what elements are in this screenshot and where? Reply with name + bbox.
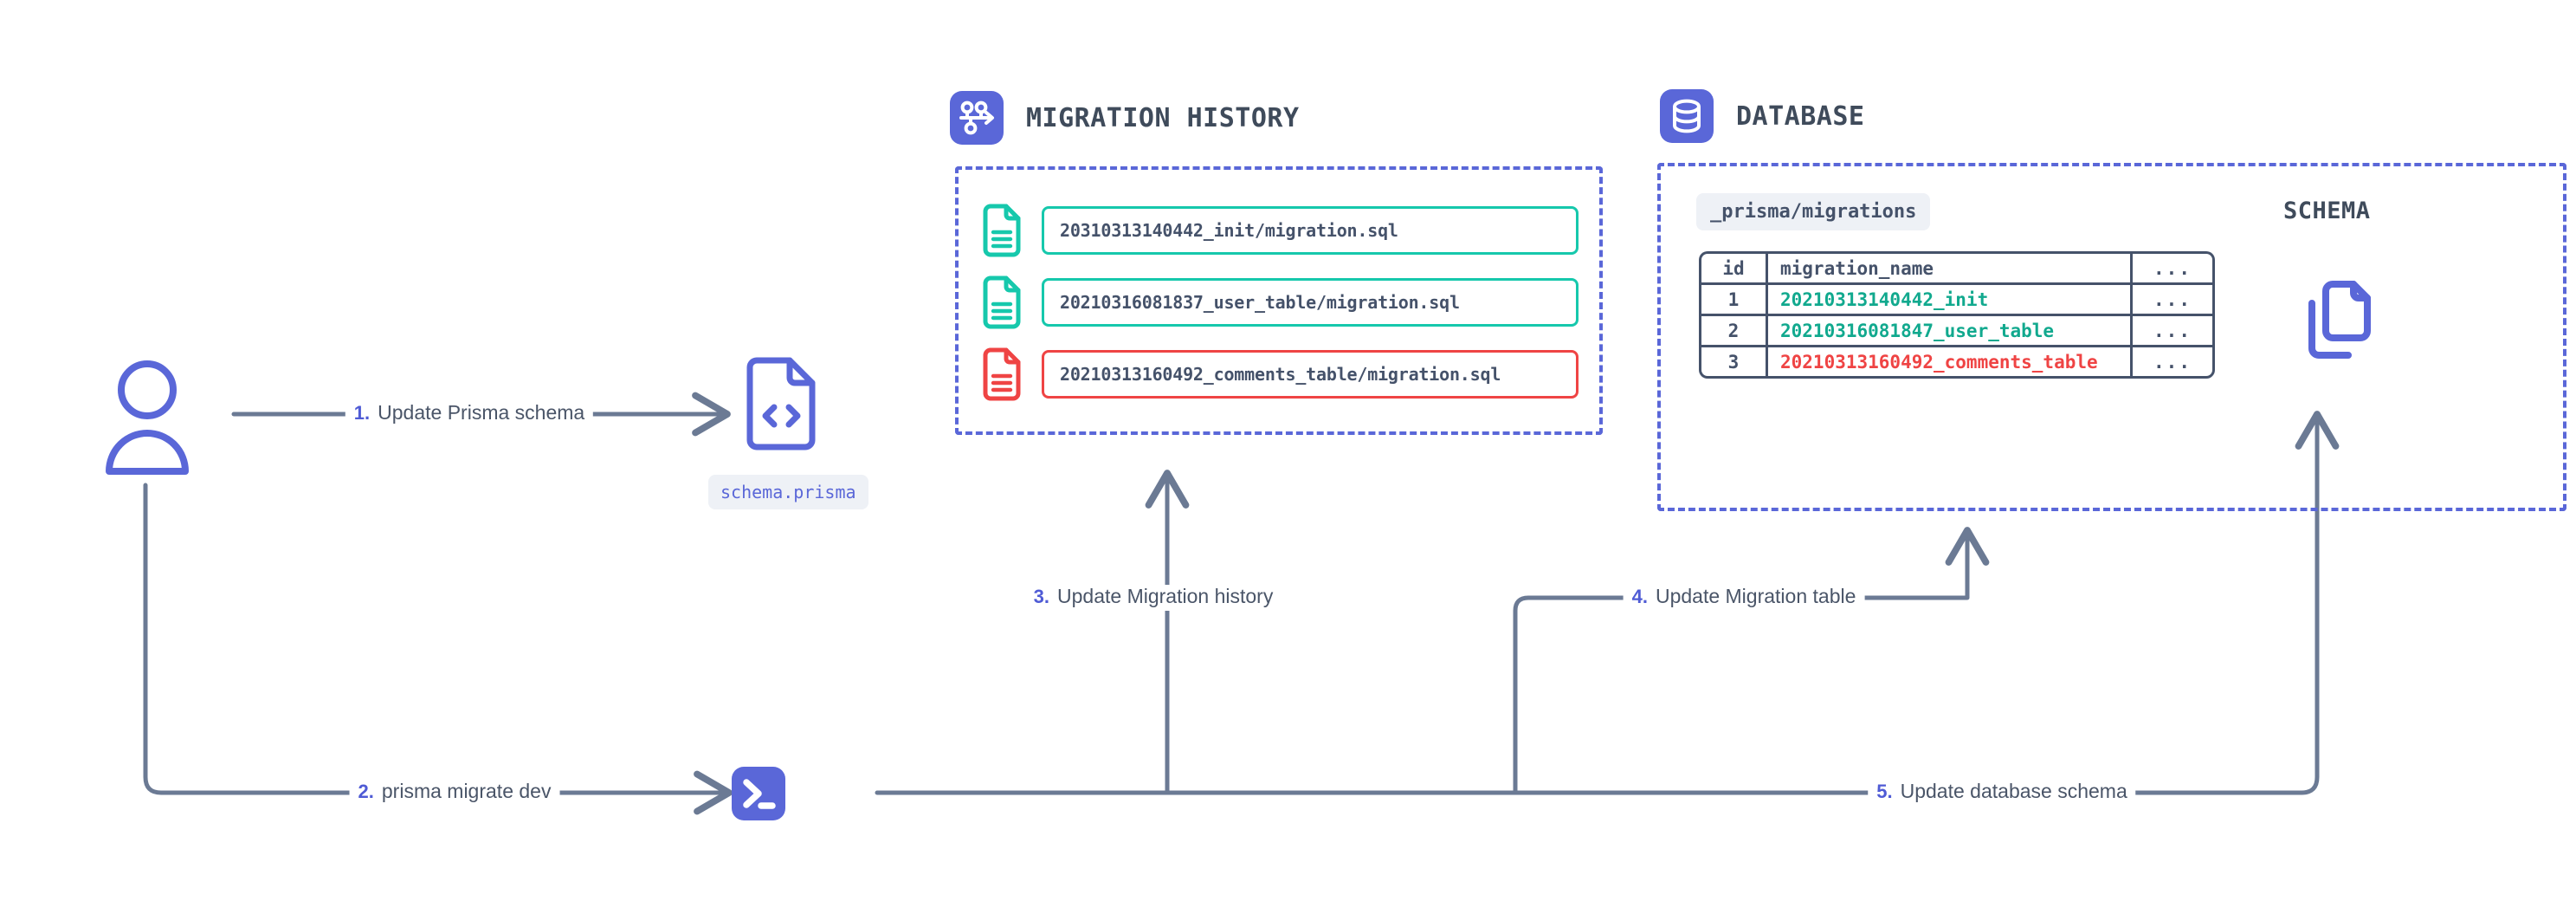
cell-migration-name: 20210316081847_user_table: [1766, 314, 2130, 345]
step-text: Update Migration history: [1057, 585, 1274, 607]
database-icon: [1673, 99, 1701, 133]
column-header-name: migration_name: [1766, 251, 2130, 282]
step-label-1: 1. Update Prisma schema: [345, 401, 594, 427]
wire-step-4: [1513, 527, 1990, 795]
table-row[interactable]: 1 20210313140442_init ...: [1699, 282, 2215, 314]
database-badge: [1660, 89, 1714, 143]
file-code-icon: [746, 357, 816, 451]
migrations-table-label: _prisma/migrations: [1696, 193, 1931, 230]
step-text: Update Prisma schema: [378, 401, 585, 424]
cell-id: 2: [1699, 314, 1766, 345]
migration-file-name: 20210313160492_comments_table/migration.…: [1060, 364, 1501, 385]
cell-id: 3: [1699, 345, 1766, 379]
table-header-row: id migration_name ...: [1699, 251, 2215, 282]
terminal-icon: [743, 779, 776, 809]
migration-file-chip[interactable]: 20310313140442_init/migration.sql: [1042, 206, 1579, 255]
migrations-table[interactable]: id migration_name ... 1 20210313140442_i…: [1699, 251, 2215, 379]
schema-copy-node: [2293, 277, 2376, 367]
user-icon: [106, 360, 189, 475]
database-header: DATABASE: [1660, 89, 1865, 143]
step-label-3: 3. Update Migration history: [1024, 585, 1282, 611]
migration-file-name: 20310313140442_init/migration.sql: [1060, 220, 1398, 241]
step-number: 5.: [1876, 781, 1893, 802]
migration-file-name: 20210316081837_user_table/migration.sql: [1060, 292, 1460, 313]
migration-history-panel: [955, 166, 1603, 435]
column-header-more: ...: [2130, 251, 2215, 282]
cell-migration-name: 20210313140442_init: [1766, 282, 2130, 314]
step-label-4: 4. Update Migration table: [1623, 585, 1865, 611]
step-text: Update Migration table: [1655, 585, 1856, 607]
schema-file-node: [741, 357, 821, 452]
cell-id: 1: [1699, 282, 1766, 314]
column-header-id: id: [1699, 251, 1766, 282]
migration-file-chip[interactable]: 20210316081837_user_table/migration.sql: [1042, 278, 1579, 327]
file-lines-icon: [983, 275, 1021, 329]
step-number: 2.: [358, 781, 374, 802]
step-label-5: 5. Update database schema: [1868, 780, 2136, 806]
step-number: 1.: [353, 402, 371, 424]
migration-file-row[interactable]: 20310313140442_init/migration.sql: [981, 204, 1579, 257]
table-row[interactable]: 2 20210316081847_user_table ...: [1699, 314, 2215, 345]
migration-file-row[interactable]: 20210316081837_user_table/migration.sql: [981, 275, 1579, 329]
file-lines-icon: [983, 347, 1021, 401]
terminal-node[interactable]: [732, 767, 785, 820]
cell-more: ...: [2130, 314, 2215, 345]
step-text: prisma migrate dev: [381, 780, 552, 802]
migration-file-chip[interactable]: 20210313160492_comments_table/migration.…: [1042, 350, 1579, 399]
step-label-2: 2. prisma migrate dev: [349, 780, 560, 806]
migration-history-title: MIGRATION HISTORY: [1026, 102, 1300, 133]
cell-more: ...: [2130, 345, 2215, 379]
migration-file-row[interactable]: 20210313160492_comments_table/migration.…: [981, 347, 1579, 401]
step-number: 4.: [1631, 586, 1648, 607]
schema-caption: SCHEMA: [2283, 198, 2371, 224]
schema-file-badge: schema.prisma: [708, 475, 868, 509]
migration-history-header: MIGRATION HISTORY: [950, 91, 1300, 145]
user-actor: [95, 353, 199, 475]
git-branch-badge: [950, 91, 1004, 145]
git-branch-icon: [959, 100, 994, 135]
cell-migration-name: 20210313160492_comments_table: [1766, 345, 2130, 379]
step-number: 3.: [1033, 586, 1050, 607]
table-row[interactable]: 3 20210313160492_comments_table ...: [1699, 345, 2215, 379]
cell-more: ...: [2130, 282, 2215, 314]
copy-file-icon: [2308, 281, 2371, 359]
database-title: DATABASE: [1736, 100, 1865, 132]
wire-step-2: [143, 483, 733, 815]
file-lines-icon: [983, 204, 1021, 257]
database-panel: [1657, 163, 2566, 511]
step-text: Update database schema: [1900, 780, 2127, 802]
